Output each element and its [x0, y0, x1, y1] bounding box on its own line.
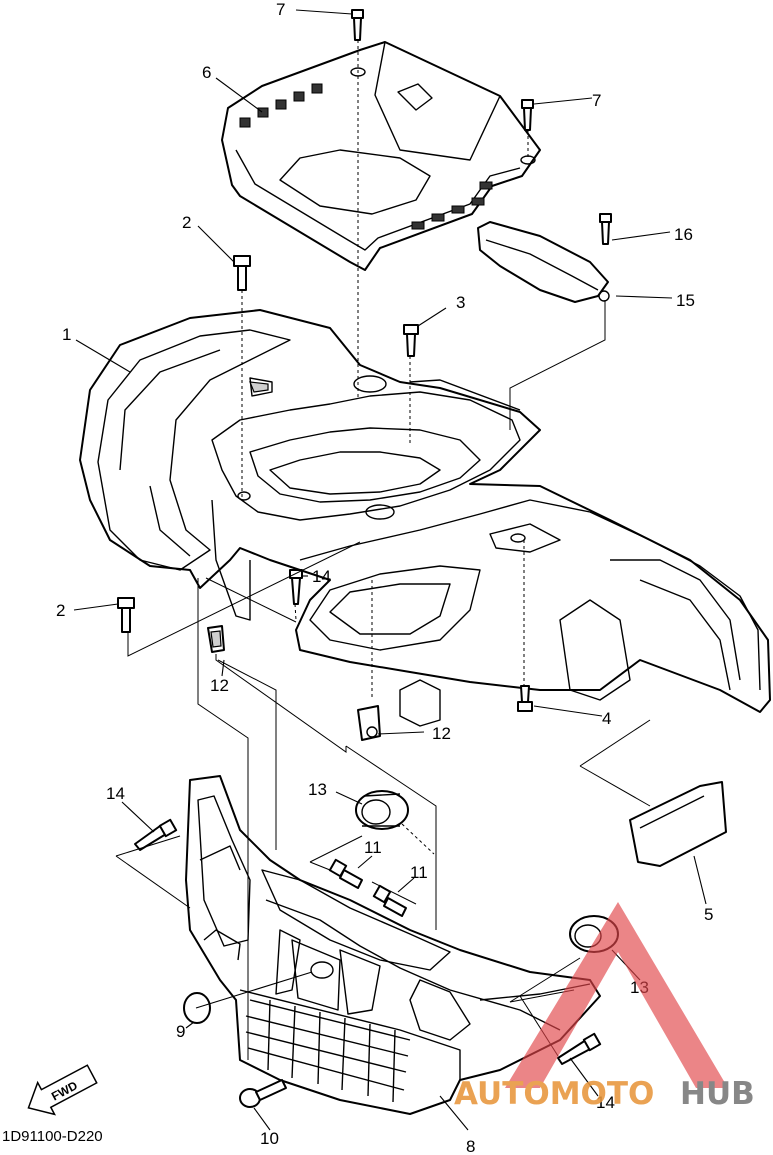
label-12-upper: 12	[210, 676, 229, 695]
watermark-triangle-icon	[505, 902, 728, 1088]
label-6: 6	[202, 63, 211, 82]
screw-part-14-left	[134, 818, 178, 851]
label-1: 1	[62, 325, 71, 344]
bolt-part-7-top	[351, 9, 364, 41]
label-11-left: 11	[364, 838, 382, 857]
bolt-part-10	[239, 1079, 287, 1108]
label-7-right: 7	[592, 91, 601, 110]
label-11-right: 11	[410, 863, 428, 882]
label-4: 4	[602, 709, 611, 728]
watermark-text-automoto: AUTOMOTO	[454, 1076, 654, 1112]
label-16: 16	[674, 225, 693, 244]
label-13-left: 13	[308, 780, 327, 799]
label-5: 5	[704, 905, 713, 924]
bolt-part-7-right	[521, 99, 534, 131]
bolt-part-11-right	[372, 884, 407, 917]
bolt-part-16	[599, 213, 612, 245]
cover-part-6	[221, 41, 541, 271]
bolt-part-4	[517, 685, 533, 712]
watermark-text-hub: HUB	[680, 1076, 755, 1112]
rubber-cap-part-13-left	[355, 790, 409, 830]
label-2-lower: 2	[56, 601, 65, 620]
label-14-right: 14	[596, 1093, 615, 1112]
leader-lines	[73, 9, 707, 1131]
fwd-arrow-icon: FWD	[27, 1064, 98, 1116]
label-10: 10	[260, 1129, 279, 1148]
bolt-part-11-left	[328, 858, 363, 889]
label-2-upper: 2	[182, 213, 191, 232]
label-15: 15	[676, 291, 695, 310]
front-fender-part-1	[79, 309, 771, 727]
assembly-lines	[115, 40, 651, 1060]
bolt-part-3	[403, 324, 419, 357]
label-8: 8	[466, 1137, 475, 1155]
front-grill-part-8	[185, 775, 601, 1115]
label-14-upper: 14	[312, 567, 331, 586]
bolt-part-2-upper	[233, 255, 251, 291]
bolt-part-2-lower	[117, 597, 135, 633]
label-14-left: 14	[106, 784, 125, 803]
label-7-top: 7	[276, 0, 285, 19]
screw-part-14-right	[557, 1032, 602, 1065]
reflector-part-5	[629, 781, 727, 867]
clip-part-12-upper	[207, 625, 225, 653]
label-3: 3	[456, 293, 465, 312]
cover-vent-slots	[239, 83, 493, 230]
label-12-lower: 12	[432, 724, 451, 743]
part-labels: 7 6 7 2 16 15 3 1 14 2 12 4 12 13 14 11 …	[56, 0, 713, 1155]
label-9: 9	[176, 1022, 185, 1041]
small-cover-part-15	[477, 221, 610, 303]
diagram-code: 1D91100-D220	[2, 1128, 103, 1145]
watermark-logo: AUTOMOTO HUB	[454, 902, 755, 1112]
clip-part-12-lower	[357, 705, 381, 741]
grill-mesh	[245, 999, 411, 1103]
